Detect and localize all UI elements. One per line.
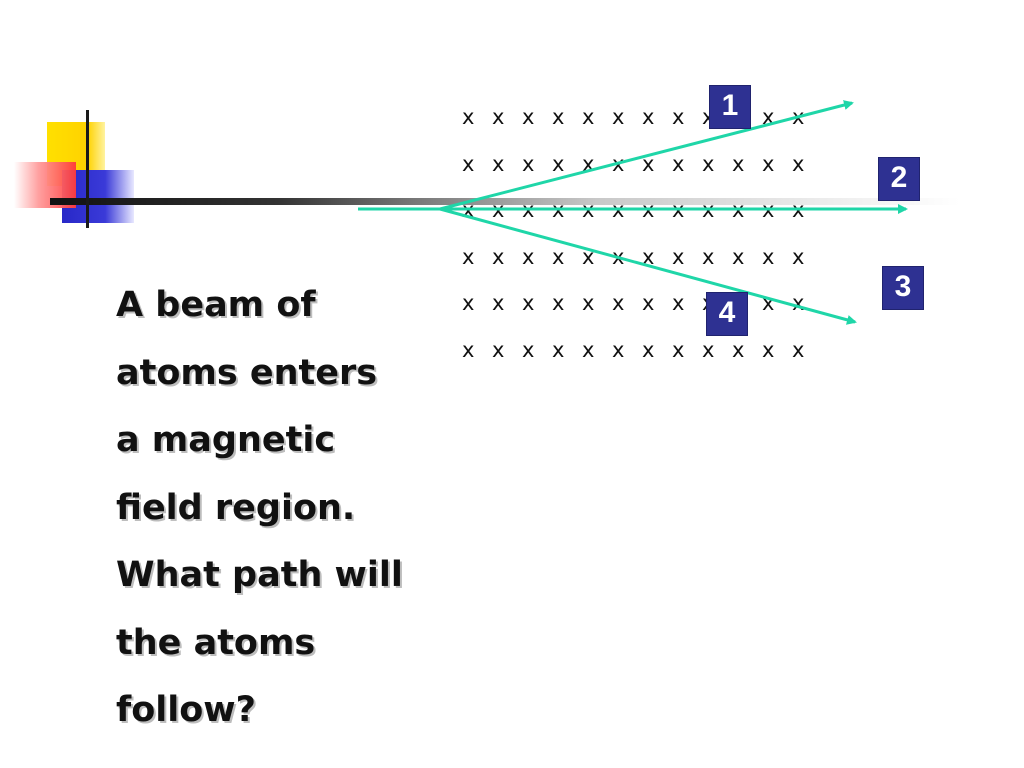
field-x-mark: x: [702, 337, 715, 362]
field-x-mark: x: [732, 337, 745, 362]
field-x-mark: x: [612, 244, 625, 269]
field-x-mark: x: [522, 151, 535, 176]
field-x-mark: x: [522, 291, 535, 315]
field-x-mark: x: [732, 198, 745, 222]
field-x-mark: x: [642, 244, 655, 269]
decorative-vertical-rule: [86, 110, 89, 228]
field-x-mark: x: [672, 291, 685, 315]
field-x-mark: x: [582, 198, 595, 222]
field-x-mark: x: [672, 337, 685, 362]
question-line: atoms enters: [116, 352, 378, 393]
field-x-mark: x: [552, 337, 565, 362]
field-x-mark: x: [762, 337, 775, 362]
field-x-mark: x: [792, 337, 805, 362]
field-x-mark: x: [762, 151, 775, 176]
question-text: A beam of atoms enters a magnetic field …: [116, 272, 476, 745]
field-x-mark: x: [672, 244, 685, 269]
field-x-mark: x: [612, 151, 625, 176]
field-x-mark: x: [642, 337, 655, 362]
field-x-mark: x: [642, 198, 655, 222]
field-x-mark: x: [552, 198, 565, 222]
field-x-mark: x: [762, 105, 775, 129]
field-x-mark: x: [792, 291, 805, 315]
field-x-mark: x: [552, 105, 565, 129]
question-line: A beam of: [116, 285, 316, 325]
field-x-mark: x: [492, 244, 505, 269]
field-x-mark: x: [522, 198, 535, 222]
path-label-2: 2: [878, 157, 920, 201]
field-x-mark: x: [702, 151, 715, 176]
field-x-mark: x: [492, 337, 505, 362]
field-x-mark: x: [792, 105, 805, 129]
field-x-mark: x: [462, 337, 475, 362]
field-x-mark: x: [462, 198, 475, 222]
field-x-mark: x: [582, 337, 595, 362]
field-x-mark: x: [702, 198, 715, 222]
field-x-mark: x: [702, 244, 715, 269]
question-line: the atoms: [116, 622, 316, 663]
field-x-mark: x: [792, 198, 805, 222]
field-x-mark: x: [612, 105, 625, 129]
field-x-mark: x: [762, 198, 775, 222]
field-x-mark: x: [762, 291, 775, 315]
field-x-mark: x: [612, 337, 625, 362]
field-x-mark: x: [492, 198, 505, 222]
field-x-mark: x: [672, 198, 685, 222]
question-line: What path will: [116, 555, 403, 595]
question-line: field region.: [116, 487, 356, 528]
path-label-1: 1: [709, 85, 751, 129]
path-label-3: 3: [882, 266, 924, 310]
field-x-mark: x: [522, 337, 535, 362]
field-x-mark: x: [552, 291, 565, 315]
field-x-mark: x: [492, 291, 505, 315]
field-x-mark: x: [522, 244, 535, 269]
field-x-mark: x: [582, 105, 595, 129]
field-x-mark: x: [792, 244, 805, 269]
field-x-mark: x: [732, 151, 745, 176]
field-x-mark: x: [462, 244, 475, 269]
field-x-mark: x: [492, 105, 505, 129]
field-x-mark: x: [642, 151, 655, 176]
field-x-mark: x: [612, 291, 625, 315]
field-x-mark: x: [552, 244, 565, 269]
field-x-mark: x: [642, 291, 655, 315]
field-x-mark: x: [732, 244, 745, 269]
question-line: follow?: [116, 690, 256, 730]
field-x-mark: x: [642, 105, 655, 129]
question-line: a magnetic: [116, 420, 336, 460]
path-label-4: 4: [706, 292, 748, 336]
field-x-mark: x: [762, 244, 775, 269]
field-x-mark: x: [792, 151, 805, 176]
field-x-mark: x: [672, 151, 685, 176]
field-x-mark: x: [582, 291, 595, 315]
field-x-mark: x: [612, 198, 625, 222]
field-x-mark: x: [492, 151, 505, 176]
field-x-mark: x: [552, 151, 565, 176]
field-x-mark: x: [462, 151, 475, 176]
field-x-mark: x: [672, 105, 685, 129]
field-x-mark: x: [462, 105, 475, 129]
field-x-mark: x: [582, 151, 595, 176]
field-x-mark: x: [582, 244, 595, 269]
field-x-mark: x: [522, 105, 535, 129]
